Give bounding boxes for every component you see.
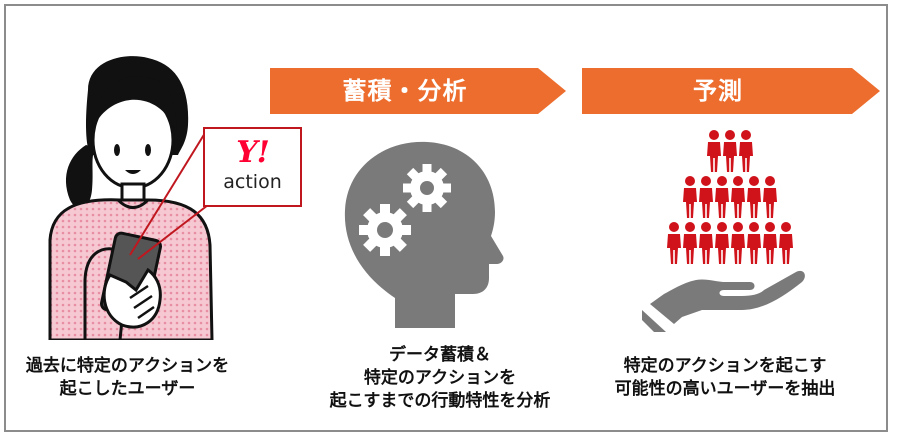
person-figure <box>683 176 697 218</box>
person-figure <box>715 222 729 264</box>
person-figure <box>731 176 745 218</box>
caption-prediction-line-2: 可能性の高いユーザーを抽出 <box>614 379 836 399</box>
person-figure <box>707 130 721 172</box>
person-figure <box>699 176 713 218</box>
caption-user: 過去に特定のアクションを 起こしたユーザー <box>10 355 245 401</box>
action-logo-text: action <box>223 171 282 193</box>
person-figure <box>731 222 745 264</box>
head-with-gears-icon <box>344 141 504 328</box>
person-figure <box>763 176 777 218</box>
step-label-accumulate-analyze: 蓄積・分析 <box>342 77 468 105</box>
person-figure <box>667 222 681 264</box>
woman-with-smartphone-icon <box>48 56 214 340</box>
caption-analysis-line-1: データ蓄積＆ <box>389 345 491 365</box>
caption-prediction: 特定のアクションを起こす 可能性の高いユーザーを抽出 <box>590 355 860 401</box>
person-figure <box>763 222 777 264</box>
person-figure <box>739 130 753 172</box>
callout-lines <box>129 132 209 260</box>
caption-user-line-2: 起こしたユーザー <box>59 379 196 399</box>
person-figure <box>699 222 713 264</box>
person-figure <box>747 176 761 218</box>
person-figure <box>779 222 793 264</box>
person-figure <box>715 176 729 218</box>
step-arrow-predict <box>582 68 880 114</box>
person-figure <box>747 222 761 264</box>
yahoo-logo: Y! <box>236 135 270 170</box>
people-pyramid-icon <box>667 130 793 264</box>
step-label-predict: 予測 <box>693 77 743 105</box>
person-figure <box>683 222 697 264</box>
caption-prediction-line-1: 特定のアクションを起こす <box>623 356 827 376</box>
diagram-frame <box>4 4 888 432</box>
step-arrow-accumulate-analyze <box>270 68 566 114</box>
caption-user-line-1: 過去に特定のアクションを <box>25 356 230 376</box>
caption-analysis-line-2: 特定のアクションを <box>363 368 517 388</box>
yahoo-action-logo-box: Y! action <box>203 127 302 207</box>
caption-analysis: データ蓄積＆ 特定のアクションを 起こすまでの行動特性を分析 <box>305 344 575 413</box>
caption-analysis-line-3: 起こすまでの行動特性を分析 <box>329 391 551 411</box>
open-hand-icon <box>642 270 805 332</box>
person-figure <box>723 130 737 172</box>
